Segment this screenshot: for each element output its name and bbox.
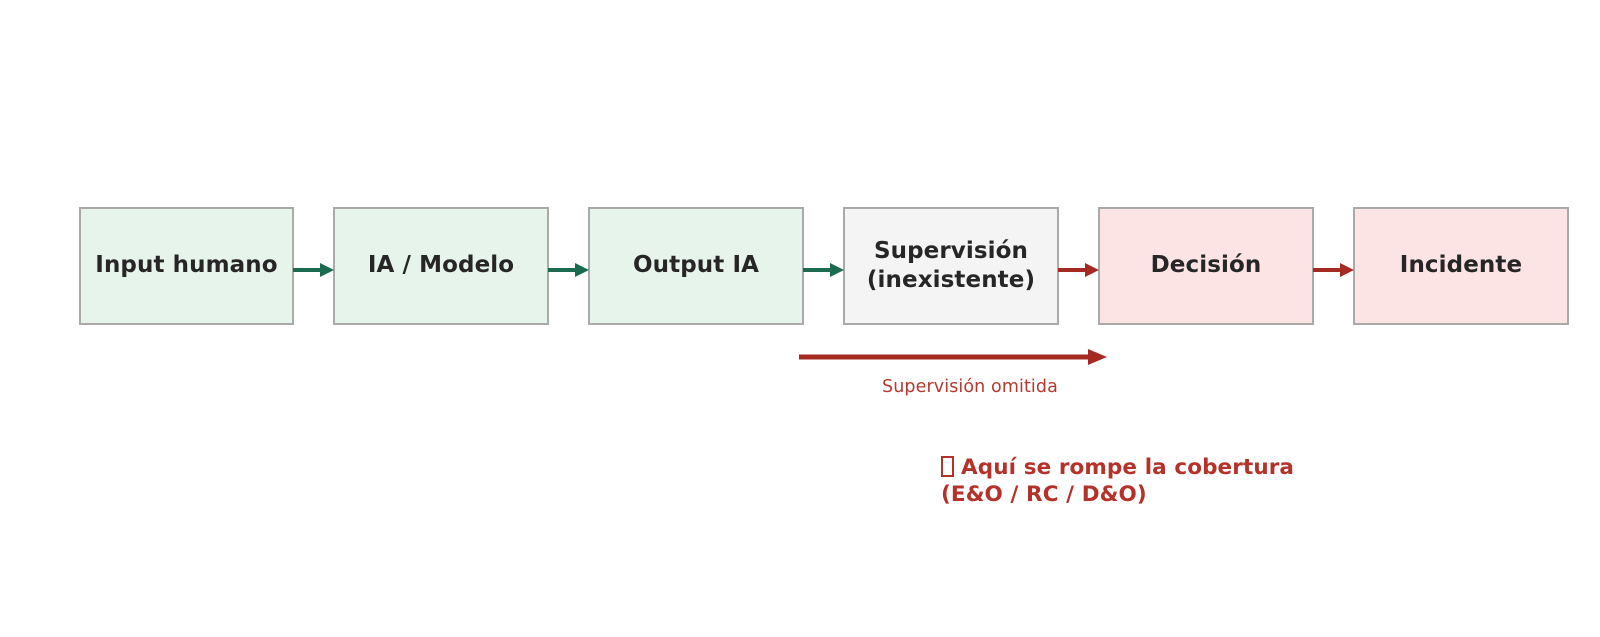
arrow-right-icon: [803, 263, 844, 277]
node-incidente[interactable]: Incidente: [1353, 207, 1569, 325]
node-label: Input humano: [95, 252, 278, 279]
connector-arrow-input-to-modelo: [293, 259, 334, 281]
node-output-ia[interactable]: Output IA: [588, 207, 804, 325]
arrow-right-icon: [1058, 263, 1099, 277]
long-arrow-right-icon: [799, 349, 1107, 365]
node-input-humano[interactable]: Input humano: [79, 207, 294, 325]
coverage-break-text: Aquí se rompe la cobertura (E&O / RC / D…: [941, 454, 1295, 508]
missing-glyph-box-icon: [941, 455, 954, 477]
node-label: Supervisión (inexistente): [866, 237, 1036, 293]
arrow-right-icon: [548, 263, 589, 277]
connector-arrow-decision-to-incidente: [1313, 259, 1354, 281]
node-label: Output IA: [632, 252, 760, 279]
node-ia-modelo[interactable]: IA / Modelo: [333, 207, 549, 325]
supervision-skipped-label: Supervisión omitida: [882, 377, 1058, 397]
node-label: Decisión: [1150, 252, 1262, 279]
connector-arrow-supervision-to-decision: [1058, 259, 1099, 281]
supervision-skipped-arrow: [795, 344, 1110, 370]
node-label: Incidente: [1399, 252, 1523, 279]
coverage-break-note: Aquí se rompe la cobertura (E&O / RC / D…: [941, 426, 1294, 509]
arrow-right-icon: [1313, 263, 1354, 277]
node-decision[interactable]: Decisión: [1098, 207, 1314, 325]
arrow-right-icon: [293, 263, 334, 277]
connector-arrow-modelo-to-output: [548, 259, 589, 281]
node-supervision-inexistente[interactable]: Supervisión (inexistente): [843, 207, 1059, 325]
node-label: IA / Modelo: [367, 252, 515, 279]
connector-arrow-output-to-supervision: [803, 259, 844, 281]
